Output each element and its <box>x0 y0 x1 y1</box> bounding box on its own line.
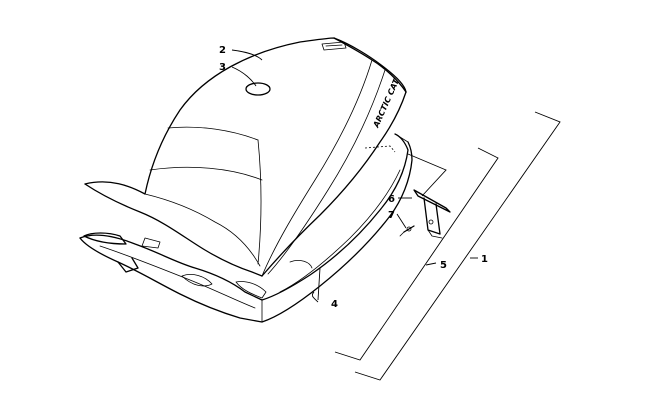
seat-cover <box>84 37 407 277</box>
callout-6: 6 <box>388 194 395 205</box>
callout-7: 7 <box>388 210 395 221</box>
callout-labels: 2 3 4 6 7 5 1 <box>219 45 488 310</box>
brand-decal: ARCTIC CAT <box>371 77 401 130</box>
callout-1: 1 <box>481 254 488 265</box>
callout-4: 4 <box>331 299 338 310</box>
group-brackets <box>334 111 561 381</box>
leader-lines <box>231 49 447 303</box>
callout-5: 5 <box>440 260 447 271</box>
callout-3: 3 <box>219 62 226 73</box>
seat-base-pan <box>79 133 413 323</box>
seat-fastener <box>399 225 415 237</box>
seat-bracket <box>413 189 451 239</box>
callout-2: 2 <box>219 45 226 56</box>
